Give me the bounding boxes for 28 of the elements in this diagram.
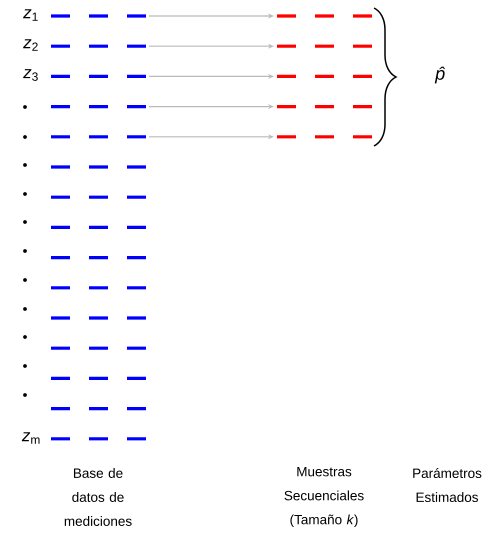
dashed-row (51, 286, 146, 290)
dashed-row (51, 437, 146, 440)
dashed-row (277, 135, 372, 138)
column-caption: Parámetros Estimados (413, 468, 482, 502)
column-caption: Base de datos de mediciones (64, 468, 132, 526)
dashed-row (51, 105, 146, 108)
dashed-row (277, 74, 372, 78)
dashed-row (51, 316, 146, 320)
dashed-row (277, 105, 372, 108)
dashed-row (277, 14, 372, 18)
dashed-row (51, 14, 146, 18)
dashed-row (51, 256, 146, 260)
dashed-row (277, 44, 372, 48)
dashed-row (51, 226, 146, 229)
dashed-row (51, 346, 146, 350)
variable-label: z$_{m}$ (22, 432, 40, 444)
dashed-row (51, 407, 146, 410)
dashed-row (51, 74, 146, 78)
variable-label: z$_{3}$ (23, 69, 38, 81)
variable-label: z$_{1}$ (23, 9, 38, 21)
dashed-row (51, 165, 146, 169)
dashed-row (51, 44, 146, 48)
variable-label: z$_{2}$ (23, 39, 38, 51)
dashed-row (51, 196, 146, 199)
dashed-row (51, 376, 146, 380)
dashed-row (51, 135, 146, 138)
column-caption: Muestras Secuenciales (Tamaño k) (284, 466, 364, 528)
estimate-symbol: p̂ (434, 66, 445, 84)
